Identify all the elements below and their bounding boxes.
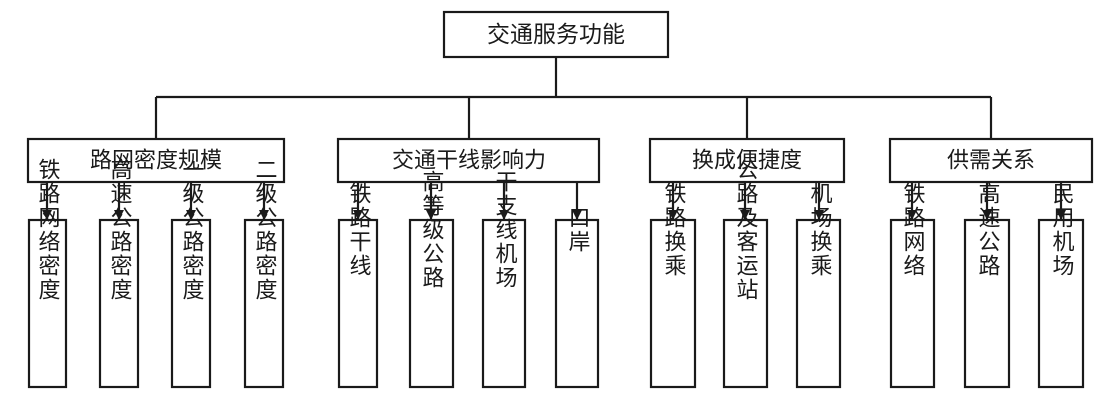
leaf-label: 铁路网络密度 — [35, 158, 61, 302]
leaf-label: 高等级公路 — [419, 170, 445, 290]
leaf-node: 机场换乘 — [795, 182, 842, 389]
category-box — [888, 137, 1094, 184]
leaf-node: 铁路换乘 — [649, 182, 697, 389]
leaf-box — [554, 218, 600, 389]
category-node-road-density: 路网密度规模 — [26, 137, 286, 184]
category-box — [26, 137, 286, 184]
leaf-label: 公路及客运站 — [733, 158, 759, 302]
leaf-label: 一级公路密度 — [179, 158, 205, 302]
connectors — [154, 57, 993, 139]
category-2-leaf-connectors — [668, 182, 824, 220]
leaf-label: 干支线机场 — [492, 170, 518, 290]
leaf-label: 铁路网络 — [900, 182, 926, 278]
leaf-label: 二级公路密度 — [252, 158, 278, 302]
category-node-transfer-convenience: 换成便捷度 — [648, 137, 846, 184]
leaf-node: 高速公路 — [963, 182, 1011, 389]
category-label: 供需关系 — [947, 149, 1035, 174]
leaf-box — [649, 218, 697, 389]
leaf-node: 铁路干线 — [337, 182, 379, 389]
leaf-nodes: 铁路网络密度 高速公路密度 一级公路密度 二级公路密度 铁路干线 高等级公路 干… — [27, 158, 1085, 389]
leaf-box — [337, 218, 379, 389]
category-box — [336, 137, 601, 184]
leaf-box — [1037, 218, 1085, 389]
leaf-box — [481, 218, 527, 389]
category-label: 路网密度规模 — [90, 149, 222, 174]
leaf-node: 铁路网络密度 — [27, 158, 68, 389]
leaf-node: 民用机场 — [1037, 182, 1085, 389]
leaf-box — [27, 218, 68, 389]
leaf-node: 一级公路密度 — [170, 158, 212, 389]
category-3-leaf-connectors — [907, 182, 1066, 220]
leaf-box — [170, 218, 212, 389]
category-label: 交通干线影响力 — [392, 149, 546, 174]
category-label: 换成便捷度 — [692, 149, 802, 174]
leaf-label: 民用机场 — [1049, 182, 1075, 278]
leaf-label: 铁路换乘 — [661, 182, 687, 278]
leaf-node: 高速公路密度 — [98, 158, 140, 389]
leaf-node: 铁路网络 — [889, 182, 936, 389]
category-1-leaf-connectors — [353, 182, 582, 220]
leaf-node: 口岸 — [554, 206, 600, 389]
leaf-box — [722, 218, 769, 389]
leaf-node: 干支线机场 — [481, 170, 527, 389]
root-label: 交通服务功能 — [487, 22, 625, 48]
root-node: 交通服务功能 — [442, 10, 670, 59]
category-node-supply-demand: 供需关系 — [888, 137, 1094, 184]
leaf-box — [795, 218, 842, 389]
leaf-box — [243, 218, 285, 389]
leaf-label: 高速公路密度 — [107, 158, 133, 302]
category-0-leaf-connectors — [42, 182, 269, 220]
leaf-node: 二级公路密度 — [243, 158, 285, 389]
leaf-label: 口岸 — [565, 206, 591, 254]
category-box — [648, 137, 846, 184]
leaf-box — [889, 218, 936, 389]
leaf-label: 高速公路 — [975, 182, 1001, 278]
leaf-box — [408, 218, 455, 389]
leaf-label: 铁路干线 — [346, 182, 372, 278]
leaf-label: 机场换乘 — [807, 182, 833, 278]
category-node-trunk-influence: 交通干线影响力 — [336, 137, 601, 184]
leaf-box — [98, 218, 140, 389]
leaf-node: 公路及客运站 — [722, 158, 769, 389]
leaf-box — [963, 218, 1011, 389]
root-box — [442, 10, 670, 59]
leaf-node: 高等级公路 — [408, 170, 455, 389]
